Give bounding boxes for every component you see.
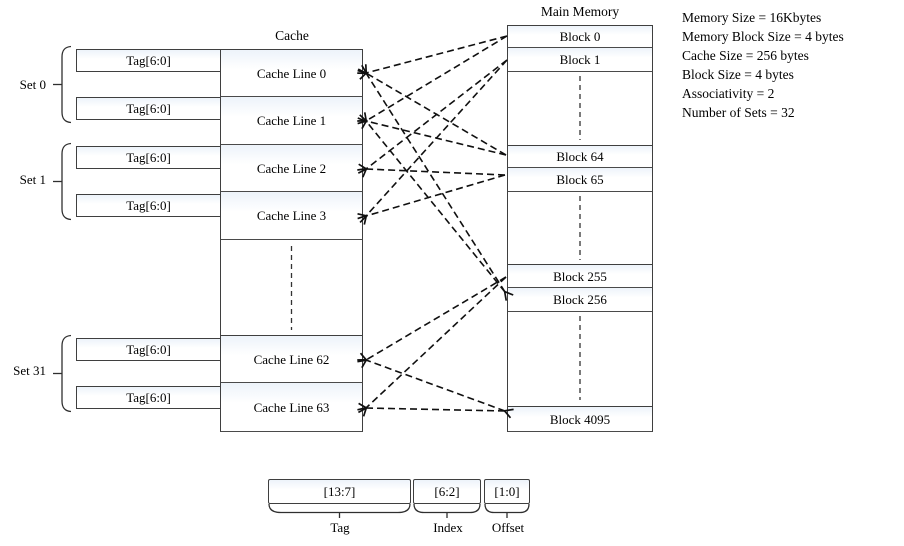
set-label-0: Set 0 bbox=[19, 77, 46, 92]
memory-ellipsis-region bbox=[507, 192, 653, 264]
info-line: Memory Block Size = 4 bytes bbox=[682, 29, 844, 44]
cache-ellipsis-region bbox=[220, 240, 363, 335]
memory-block-4095: Block 4095 bbox=[507, 406, 653, 432]
tag-box: Tag[6:0] bbox=[76, 49, 221, 72]
info-line: Memory Size = 16Kbytes bbox=[682, 10, 822, 25]
memory-ellipsis-region bbox=[507, 72, 653, 145]
address-field-tag-label: Tag bbox=[330, 520, 350, 535]
info-line: Block Size = 4 bytes bbox=[682, 67, 794, 82]
cache-line-0: Cache Line 0 bbox=[220, 49, 363, 97]
connection-line bbox=[357, 59, 508, 178]
info-line: Associativity = 2 bbox=[682, 86, 775, 101]
memory-block-1: Block 1 bbox=[507, 48, 653, 72]
info-line: Cache Size = 256 bytes bbox=[682, 48, 809, 63]
address-field-offset-bits: [1:0] bbox=[484, 479, 530, 504]
connection-line bbox=[357, 276, 507, 417]
connection-line bbox=[357, 35, 508, 80]
connection-line bbox=[357, 276, 507, 369]
cache-line-1: Cache Line 1 bbox=[220, 97, 363, 145]
memory-parameters: Memory Size = 16Kbytes Memory Block Size… bbox=[682, 8, 844, 122]
cache-line-2: Cache Line 2 bbox=[220, 145, 363, 192]
tag-box: Tag[6:0] bbox=[76, 338, 221, 361]
block-to-line-mapping-arrows bbox=[357, 35, 514, 419]
set-31-brace bbox=[53, 334, 72, 413]
connection-line bbox=[357, 163, 506, 176]
address-field-index-label: Index bbox=[433, 520, 463, 535]
offset-underbrace bbox=[484, 503, 530, 518]
cache-line-63: Cache Line 63 bbox=[220, 383, 363, 432]
cache-line-62: Cache Line 62 bbox=[220, 335, 363, 383]
tag-box: Tag[6:0] bbox=[76, 146, 221, 169]
connection-line bbox=[357, 112, 514, 301]
memory-block-255: Block 255 bbox=[507, 264, 653, 288]
tag-box: Tag[6:0] bbox=[76, 97, 221, 120]
connection-line bbox=[357, 352, 514, 419]
set-0-brace bbox=[53, 45, 72, 124]
address-field-index-bits: [6:2] bbox=[413, 479, 481, 504]
connection-line bbox=[357, 174, 506, 224]
index-underbrace bbox=[413, 503, 481, 518]
set-label-1: Set 1 bbox=[19, 172, 46, 187]
connection-line bbox=[357, 64, 506, 293]
tag-box: Tag[6:0] bbox=[76, 386, 221, 409]
main-memory-title: Main Memory bbox=[540, 4, 620, 19]
connection-line bbox=[357, 114, 507, 156]
connection-line bbox=[357, 35, 508, 130]
address-field-tag-bits: [13:7] bbox=[268, 479, 411, 504]
connection-line bbox=[357, 59, 508, 225]
set-1-brace bbox=[53, 142, 72, 221]
memory-block-256: Block 256 bbox=[507, 288, 653, 312]
memory-ellipsis-region bbox=[507, 312, 653, 406]
tag-underbrace bbox=[268, 503, 411, 518]
connection-line bbox=[357, 64, 507, 156]
tag-box: Tag[6:0] bbox=[76, 194, 221, 217]
info-line: Number of Sets = 32 bbox=[682, 105, 795, 120]
memory-block-0: Block 0 bbox=[507, 25, 653, 48]
set-label-31: Set 31 bbox=[13, 363, 46, 378]
cache-line-3: Cache Line 3 bbox=[220, 192, 363, 240]
memory-block-64: Block 64 bbox=[507, 145, 653, 168]
cache-title: Cache bbox=[275, 28, 309, 43]
memory-block-65: Block 65 bbox=[507, 168, 653, 192]
address-field-offset-label: Offset bbox=[491, 520, 525, 535]
connection-line bbox=[358, 402, 506, 414]
